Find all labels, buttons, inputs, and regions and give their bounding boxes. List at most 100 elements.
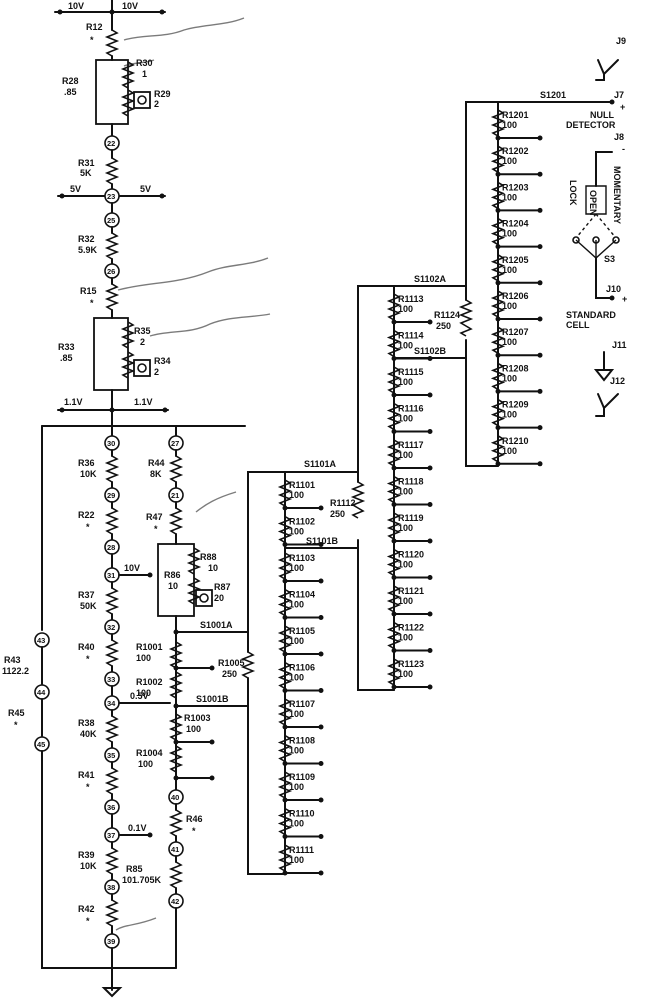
r1110-value: 100	[398, 414, 413, 424]
value-r31: 5K	[80, 168, 92, 178]
tp-label-36: 36	[107, 803, 115, 812]
r1200-resistor	[490, 217, 506, 246]
label-s1001a: S1001A	[200, 620, 233, 630]
r1110-value: 100	[398, 341, 413, 351]
label-null: NULL	[590, 110, 614, 120]
label-10v-right: 10V	[122, 1, 138, 11]
r1100-resistor	[277, 479, 293, 507]
r1110-label: R1122	[398, 623, 424, 633]
label-r39: R39	[78, 850, 95, 860]
label-r45: R45	[8, 708, 25, 718]
r1200-value: 100	[502, 410, 517, 420]
label-s1001b: S1001B	[196, 694, 229, 704]
r1200-contact	[537, 171, 543, 177]
label-cell: CELL	[566, 320, 590, 330]
label-j11: J11	[612, 340, 627, 350]
label-j12: J12	[610, 376, 625, 386]
r1100-resistor	[277, 807, 293, 836]
r1110-resistor	[386, 548, 402, 577]
value-r1124: 250	[436, 321, 451, 331]
r1110-contact	[427, 502, 433, 507]
r1100-contact	[318, 578, 324, 584]
tp-label-22: 22	[107, 139, 115, 148]
value-r28: .85	[64, 87, 77, 97]
r1110-label: R1118	[398, 477, 424, 487]
r1200-contact	[537, 135, 543, 141]
label-lock: LOCK	[568, 180, 578, 206]
r1200-resistor	[490, 109, 506, 137]
label-s1201: S1201	[540, 90, 566, 100]
label-s1101a: S1101A	[304, 459, 337, 469]
r1110-contact	[427, 648, 433, 653]
tp-label-38: 38	[107, 883, 115, 892]
r1100-contact	[318, 651, 324, 657]
side-chain: 27 R44 8K 21 R47 * R88 10 R86 10 R87 20 …	[122, 425, 231, 969]
label-r38: R38	[78, 718, 95, 728]
label-tap-0-1v: 0.1V	[128, 823, 147, 833]
label-r88: R88	[200, 552, 217, 562]
value-r85: 101.705K	[122, 875, 162, 885]
tp-label-27: 27	[171, 439, 179, 448]
r1200-contact	[537, 352, 543, 358]
handwritten-notes	[115, 17, 271, 931]
label-standard: STANDARD	[566, 310, 616, 320]
r1110-contact	[427, 575, 433, 580]
tp-label-39: 39	[107, 937, 115, 946]
r1100-contact	[318, 505, 324, 511]
decade-1100: S1101A S1101B R1101100R1102100R1103100R1…	[247, 459, 366, 876]
r1200-resistor	[490, 181, 506, 210]
r1110-resistor	[386, 366, 402, 394]
r1110-value: 100	[398, 487, 413, 497]
value-r46: *	[192, 826, 196, 836]
r1100-label: R1102	[289, 517, 315, 527]
r1110-contact	[427, 465, 433, 471]
r1110-resistor	[386, 658, 402, 686]
value-r1004: 100	[138, 759, 153, 769]
value-r1003: 100	[186, 724, 201, 734]
tp-label-40: 40	[171, 793, 179, 802]
r1100-contact	[318, 761, 324, 766]
value-r38: 40K	[80, 729, 97, 739]
label-r1001: R1001	[136, 642, 163, 652]
r1100-label: R1105	[289, 626, 315, 636]
r1100-value: 100	[289, 782, 304, 792]
r1100-resistor	[277, 734, 293, 763]
label-r46: R46	[186, 814, 203, 824]
r1200-resistor	[490, 398, 506, 427]
r1110-label: R1123	[398, 659, 424, 669]
value-r36: 10K	[80, 469, 97, 479]
r1110-contact	[427, 611, 433, 617]
r1110-contact	[427, 538, 433, 544]
label-r34: R34	[154, 356, 171, 366]
label-r1002: R1002	[136, 677, 163, 687]
r1110-resistor	[386, 585, 402, 613]
decade-1200: S1201 R1201100R1202100R1203100R1204100R1…	[465, 90, 615, 467]
r1110-resistor	[386, 439, 402, 467]
label-r29: R29	[154, 89, 171, 99]
r1200-value: 100	[502, 229, 517, 239]
r1110-value: 100	[398, 304, 413, 314]
value-r39: 10K	[80, 861, 97, 871]
r1100-contact	[318, 724, 324, 730]
r1100-contact	[318, 542, 324, 547]
r1200-contact	[537, 388, 543, 394]
label-r22: R22	[78, 510, 95, 520]
label-r47: R47	[146, 512, 163, 522]
r1110-label: R1121	[398, 586, 424, 596]
tp-label-43: 43	[37, 636, 45, 645]
value-r37: 50K	[80, 601, 97, 611]
r1200-contact	[537, 425, 543, 431]
label-j8-minus: -	[622, 144, 625, 154]
